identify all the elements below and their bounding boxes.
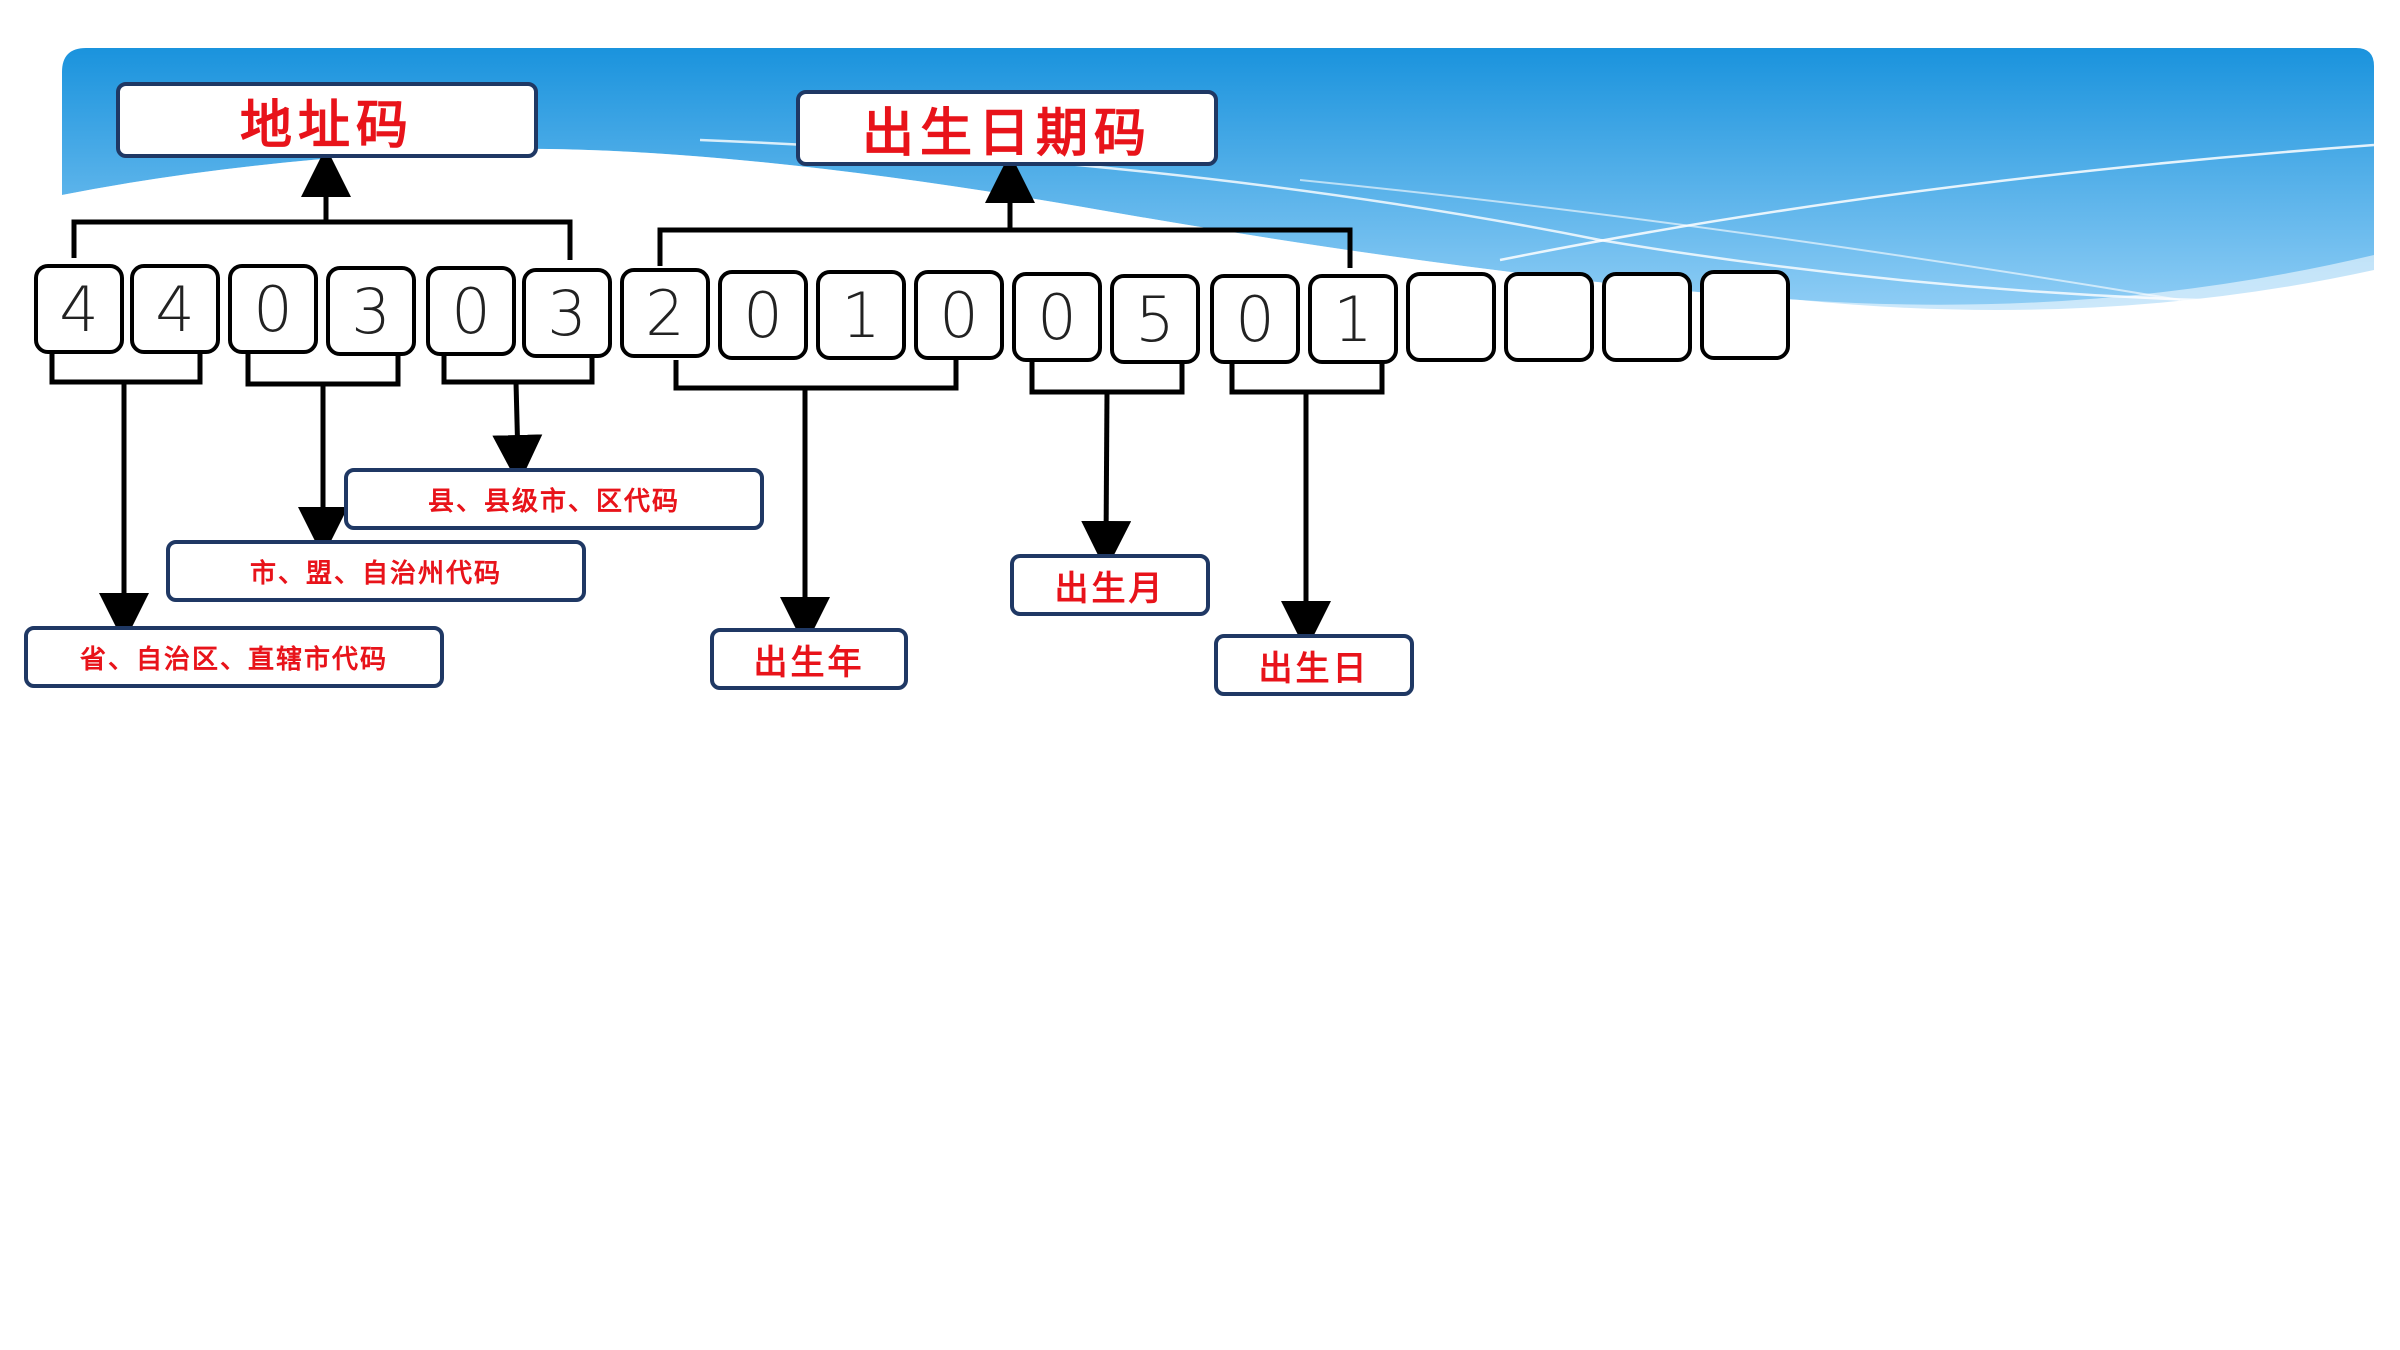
city-bracket <box>245 354 401 387</box>
birth-month-label: 出生月 <box>1010 554 1210 616</box>
id-digit-15 <box>1406 272 1496 362</box>
county-code-label: 县、县级市、区代码 <box>344 468 764 530</box>
id-digit-11: 0 <box>1012 272 1102 362</box>
birth-date-bracket <box>657 227 1353 268</box>
id-digit-16 <box>1504 272 1594 362</box>
id-digit-13: 0 <box>1210 274 1300 364</box>
id-digit-2: 4 <box>130 264 220 354</box>
birth-day-label: 出生日 <box>1214 634 1414 696</box>
city-code-label: 市、盟、自治州代码 <box>166 540 586 602</box>
id-digit-18 <box>1700 270 1790 360</box>
county-arrow <box>492 381 543 485</box>
id-digit-7: 2 <box>620 268 710 358</box>
id-digit-14: 1 <box>1308 274 1398 364</box>
birth-year-label: 出生年 <box>710 628 908 690</box>
birth-month-bracket <box>1029 362 1185 395</box>
id-digit-3: 0 <box>228 264 318 354</box>
id-digit-5: 0 <box>426 266 516 356</box>
province-bracket <box>49 354 203 385</box>
id-digit-6: 3 <box>522 268 612 358</box>
id-digit-8: 0 <box>718 270 808 360</box>
id-digit-1: 4 <box>34 264 124 354</box>
id-digit-10: 0 <box>914 270 1004 360</box>
birth-year-bracket <box>673 360 959 391</box>
address-bracket <box>71 219 573 260</box>
county-bracket <box>441 354 595 385</box>
birth-day-bracket <box>1229 364 1385 395</box>
birth-date-code-label: 出生日期码 <box>796 90 1218 166</box>
id-digit-4: 3 <box>326 266 416 356</box>
id-digit-12: 5 <box>1110 274 1200 364</box>
birth-month-arrow <box>1081 391 1132 571</box>
id-digit-9: 1 <box>816 270 906 360</box>
province-code-label: 省、自治区、直辖市代码 <box>24 626 444 688</box>
address-code-label: 地址码 <box>116 82 538 158</box>
id-digit-17 <box>1602 272 1692 362</box>
